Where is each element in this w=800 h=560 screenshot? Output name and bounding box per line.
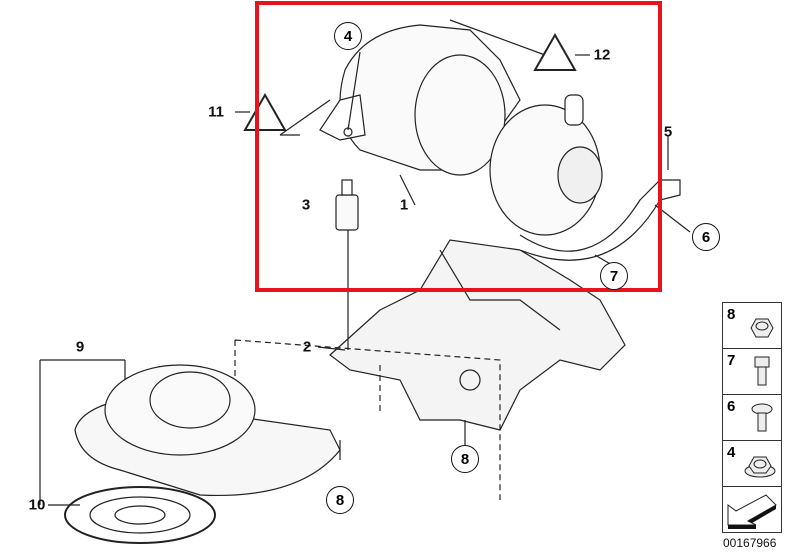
rubber-damper	[335, 194, 359, 231]
callout-10: 10	[28, 496, 46, 514]
highlight-box	[255, 1, 662, 292]
kit-item-flange-bolt: 7	[723, 349, 781, 395]
fastener-kit-legend: 8 7 6 4	[722, 302, 782, 533]
flange-nut-icon	[744, 456, 776, 478]
callout-8: 8	[326, 486, 354, 514]
kit-item-number: 8	[727, 306, 736, 323]
document-number: 00167966	[723, 536, 777, 550]
warning-triangle-icon	[243, 92, 287, 131]
mounting-bracket	[329, 239, 626, 431]
hex-nut-icon	[750, 318, 774, 338]
callout-9: 9	[75, 338, 85, 356]
callout-1: 1	[399, 196, 409, 214]
kit-item-number: 6	[727, 398, 736, 415]
callout-11: 11	[208, 103, 224, 121]
kit-item-number: 4	[727, 444, 736, 461]
callout-5: 5	[663, 123, 673, 141]
bolt-icon	[754, 356, 770, 386]
bolt-icon	[751, 403, 773, 432]
callout-6: 6	[692, 223, 720, 251]
kit-item-washer-bolt: 6	[723, 395, 781, 441]
callout-7: 7	[600, 262, 628, 290]
direction-arrow-icon	[727, 494, 777, 529]
fan-grille	[64, 486, 216, 544]
warning-triangle-icon	[533, 32, 577, 71]
kit-item-number: 7	[727, 352, 736, 369]
callout-3: 3	[301, 196, 311, 214]
kit-item-hex-nut: 8	[723, 303, 781, 349]
callout-4: 4	[334, 22, 362, 50]
kit-arrow-cell	[723, 487, 781, 532]
kit-item-flange-nut: 4	[723, 441, 781, 487]
callout-2: 2	[302, 338, 312, 356]
callout-12: 12	[593, 46, 611, 64]
callout-8: 8	[451, 445, 479, 473]
fan-unit	[104, 364, 256, 456]
